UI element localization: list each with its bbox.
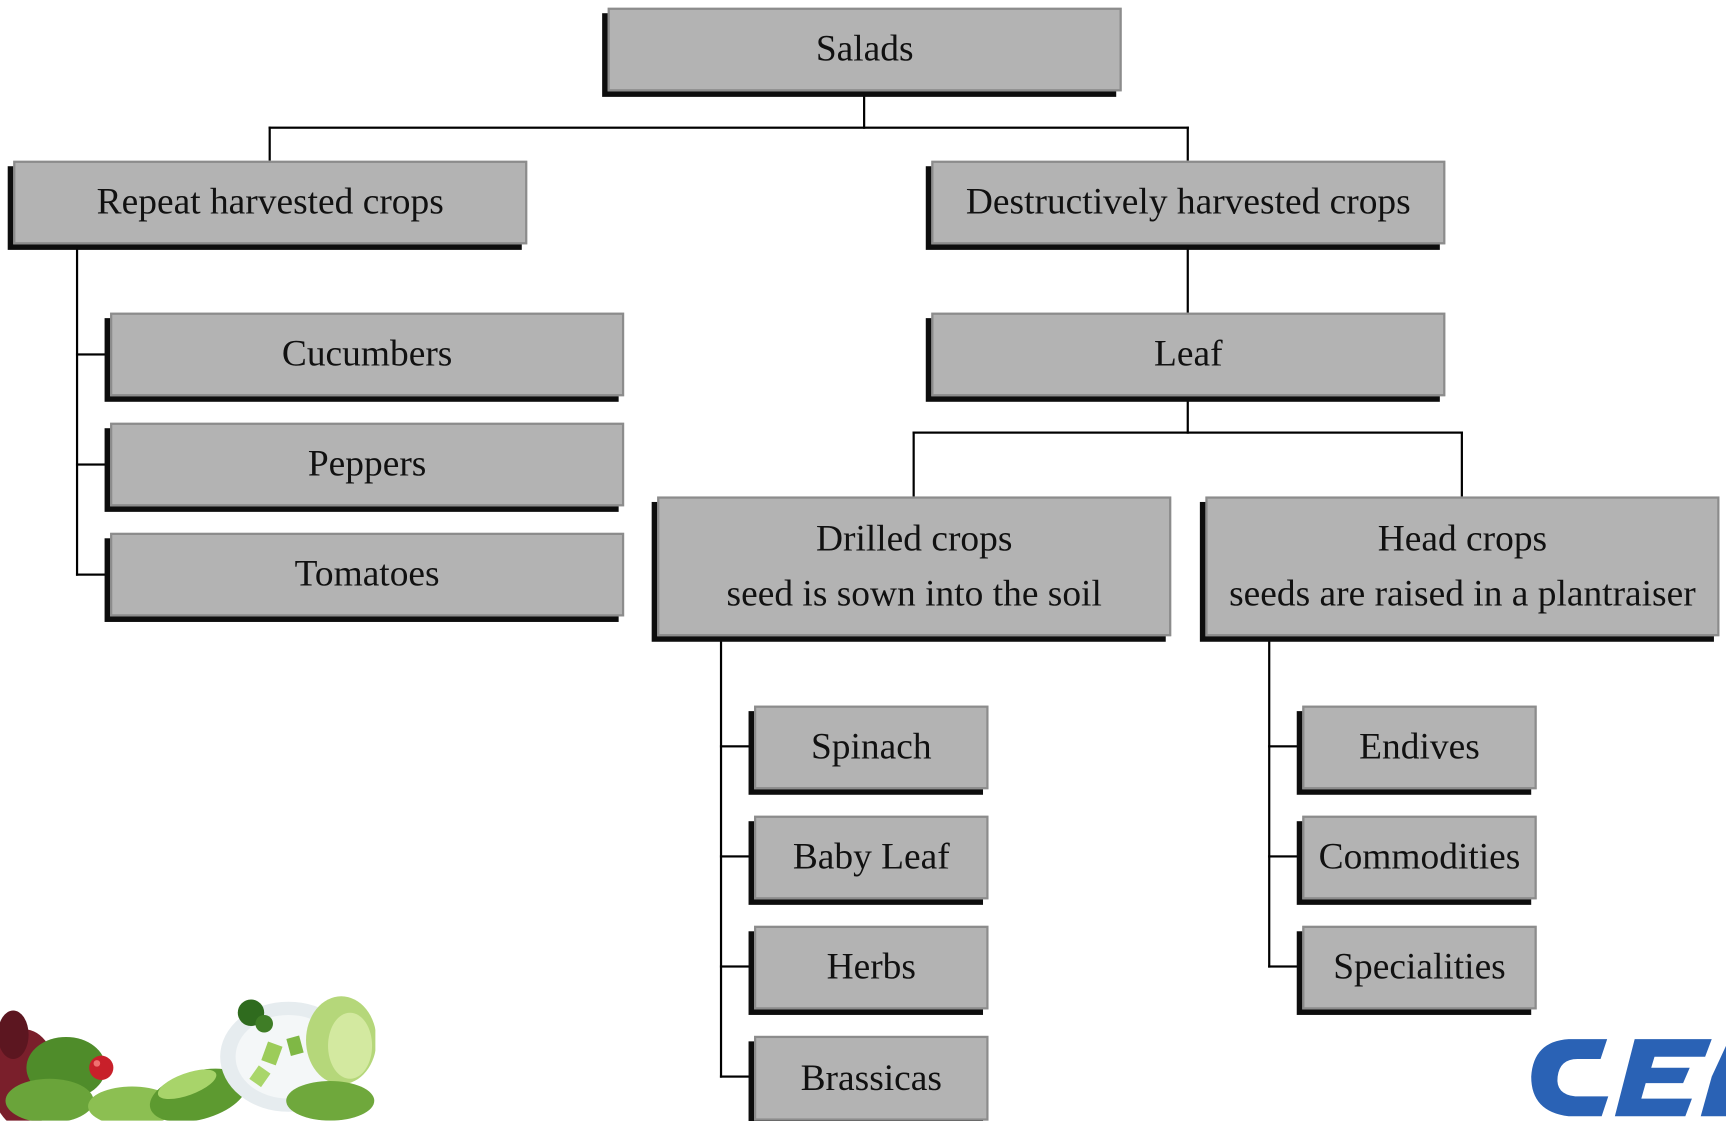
node-peppers: Peppers [110,422,625,507]
salad-vegetables-icon [0,996,376,1121]
connector [1268,855,1305,858]
node-label: Endives [1359,726,1480,768]
node-label: Repeat harvested crops [96,182,444,223]
node-label: Commodities [1318,836,1521,878]
node-label: Salads [815,28,914,70]
connector [719,855,755,858]
connector [268,126,1189,129]
node-baby-leaf: Baby Leaf [754,815,989,900]
connector [1186,126,1189,161]
node-repeat-harvested: Repeat harvested crops [13,160,528,245]
node-label: Spinach [810,726,932,768]
node-tomatoes: Tomatoes [110,532,625,617]
node-brassicas: Brassicas [754,1035,989,1121]
node-title: Drilled crops [815,518,1013,560]
connector [75,463,111,466]
node-commodities: Commodities [1302,815,1537,900]
node-destructively-harvested: Destructively harvested crops [931,160,1446,245]
node-label: Cucumbers [281,333,453,375]
node-label: Destructively harvested crops [965,182,1411,223]
connector [863,91,866,129]
node-cucumbers: Cucumbers [110,312,625,397]
node-title: Head crops [1377,518,1548,560]
node-leaf: Leaf [931,312,1446,397]
node-drilled-crops: Drilled crops seed is sown into the soil [657,496,1172,637]
node-herbs: Herbs [754,925,989,1010]
node-label: Leaf [1154,333,1223,375]
node-label: Brassicas [800,1057,942,1099]
connector [1268,965,1305,968]
company-logo-icon [1531,1039,1726,1117]
connector [75,244,79,576]
node-label: Specialities [1333,947,1506,988]
node-subtitle: seeds are raised in a plantraiser [1229,572,1696,614]
connector [912,431,1463,434]
node-label: Peppers [307,444,427,485]
connector [1268,636,1271,968]
connector [1268,745,1305,748]
node-label: Tomatoes [294,554,440,595]
connector [1460,431,1463,497]
node-specialities: Specialities [1302,925,1537,1010]
node-endives: Endives [1302,705,1537,790]
connector [719,965,755,968]
node-head-crops: Head crops seeds are raised in a plantra… [1205,496,1720,637]
connector [75,573,111,576]
node-label: Baby Leaf [792,836,950,878]
connector [1186,244,1189,314]
connector [719,745,755,748]
connector [912,431,915,497]
connector [268,126,271,161]
connector [719,1075,755,1078]
connector [1186,396,1189,434]
connector [75,353,111,356]
node-salads: Salads [607,7,1122,92]
node-subtitle: seed is sown into the soil [726,572,1102,614]
node-spinach: Spinach [754,705,989,790]
node-label: Herbs [826,947,916,988]
